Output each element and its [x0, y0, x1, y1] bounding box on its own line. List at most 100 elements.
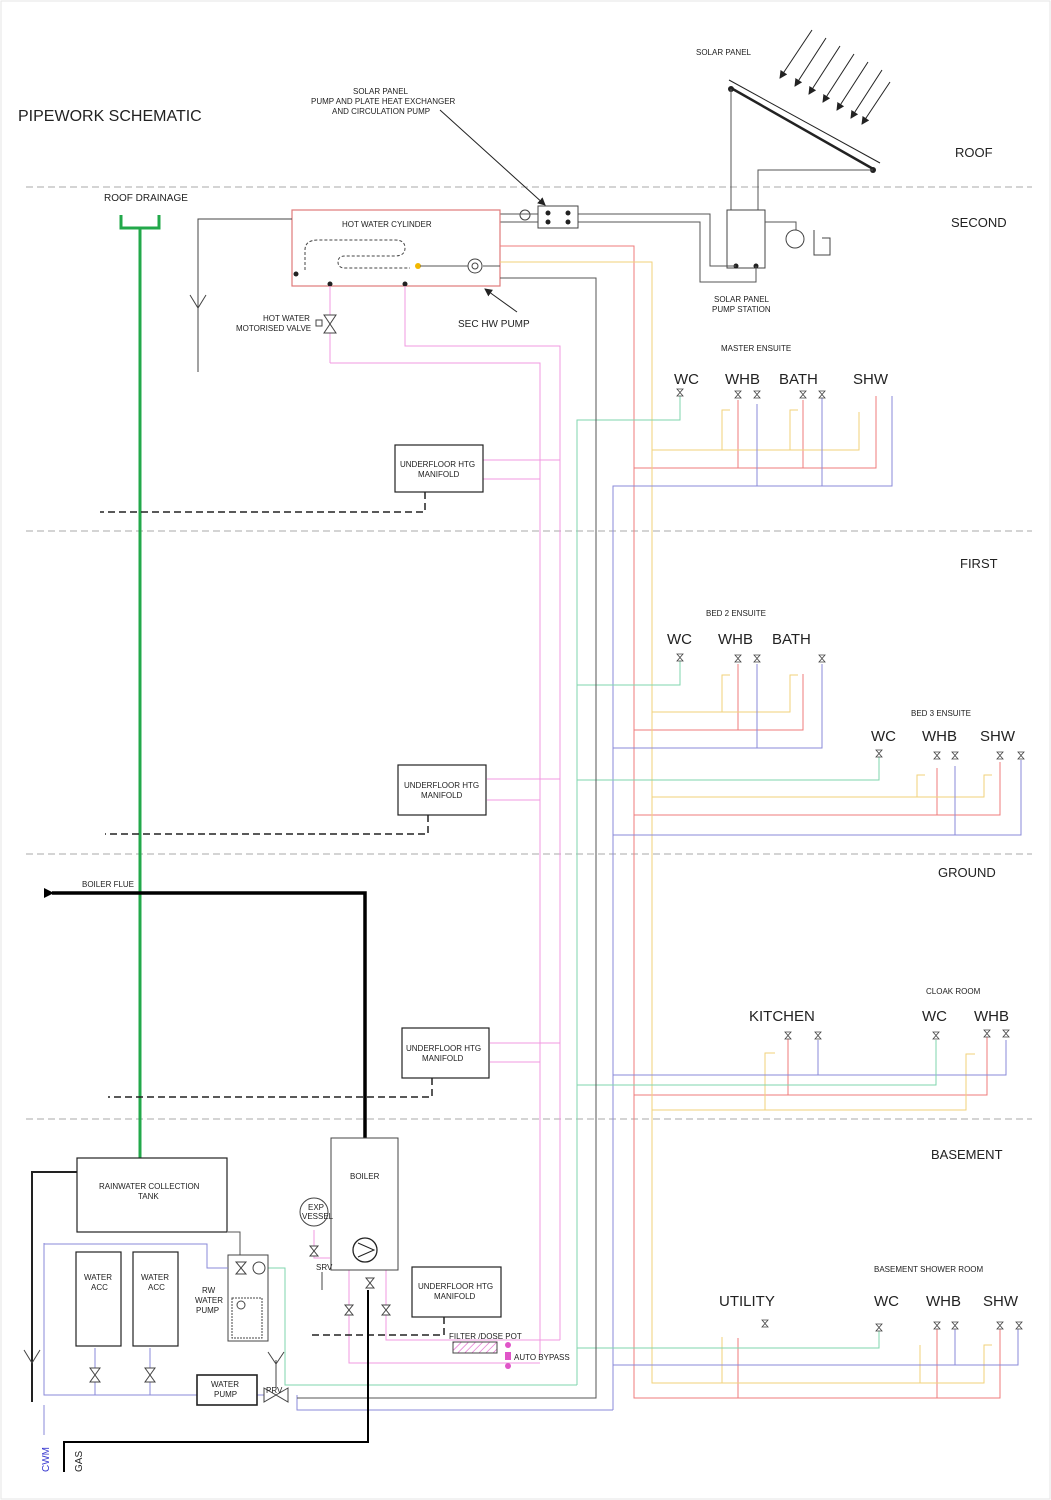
- cwm-label: CWM: [41, 1447, 52, 1472]
- solar-panel: [730, 86, 876, 172]
- fixture-wc: WC: [871, 728, 896, 745]
- ufh-manifold-first: UNDERFLOOR HTG MANIFOLD: [105, 764, 487, 835]
- svg-text:MANIFOLD: MANIFOLD: [418, 470, 460, 479]
- cold-pipework: [43, 396, 1022, 1411]
- basement-plant: RAINWATER COLLECTION TANK WATER ACC WATE…: [23, 1137, 570, 1472]
- floor-lines: [26, 186, 1032, 1120]
- circulation-pump-icon: [519, 209, 531, 221]
- hot-water-cylinder: [291, 209, 501, 287]
- svg-text:RW: RW: [202, 1286, 216, 1295]
- fixture-utility: UTILITY: [719, 1293, 775, 1310]
- svg-text:WATER: WATER: [141, 1273, 169, 1282]
- solar-exchanger-label-2: PUMP AND PLATE HEAT EXCHANGER: [311, 97, 456, 106]
- cylinder-label: HOT WATER CYLINDER: [342, 220, 432, 229]
- fixture-wc: WC: [667, 631, 692, 648]
- plate-heat-exchanger: [537, 205, 579, 229]
- expansion-vessel-icon: [299, 1197, 329, 1227]
- water-acc-1: [75, 1251, 122, 1347]
- svg-text:PUMP: PUMP: [196, 1306, 219, 1315]
- fixture-whb: WHB: [922, 728, 957, 745]
- solar-exchanger-label-1: SOLAR PANEL: [353, 87, 409, 96]
- svg-text:BOILER: BOILER: [350, 1172, 380, 1181]
- room-name: CLOAK ROOM: [926, 987, 981, 996]
- room-name: BED 3 ENSUITE: [911, 709, 971, 718]
- motorised-valve-label-2: MOTORISED VALVE: [236, 324, 311, 333]
- page-title: PIPEWORK SCHEMATIC: [18, 108, 202, 125]
- ufh-manifold-basement: UNDERFLOOR HTG MANIFOLD: [312, 1266, 502, 1336]
- fixture-bath: BATH: [772, 631, 811, 648]
- fixture-bath: BATH: [779, 371, 818, 388]
- fixture-whb: WHB: [926, 1293, 961, 1310]
- motorised-valve-label-1: HOT WATER: [263, 314, 310, 323]
- motorised-valve-icon: [323, 314, 337, 334]
- svg-text:EXP: EXP: [308, 1203, 324, 1212]
- bed3-ensuite: BED 3 ENSUITE WC WHB SHW: [871, 709, 1016, 745]
- svg-text:FILTER /DOSE POT: FILTER /DOSE POT: [449, 1332, 522, 1341]
- boiler-flue-label: BOILER FLUE: [82, 880, 134, 889]
- room-name: BASEMENT SHOWER ROOM: [874, 1265, 984, 1274]
- fixture-whb: WHB: [718, 631, 753, 648]
- boiler-pump-icon: [352, 1237, 378, 1263]
- floor-label-second: SECOND: [951, 215, 1007, 230]
- svg-text:ACC: ACC: [91, 1283, 108, 1292]
- roof-drainage: ROOF DRAINAGE: [104, 193, 188, 1158]
- bed2-ensuite: BED 2 ENSUITE WC WHB BATH: [667, 609, 811, 648]
- recirc-pipework: [500, 261, 992, 1384]
- room-name: MASTER ENSUITE: [721, 344, 791, 353]
- prv-icon: [263, 1387, 289, 1403]
- fixture-shw: SHW: [983, 1293, 1019, 1310]
- svg-text:MANIFOLD: MANIFOLD: [421, 791, 463, 800]
- svg-text:TANK: TANK: [138, 1192, 159, 1201]
- fixture-kitchen: KITCHEN: [749, 1008, 815, 1025]
- roof-drainage-label: ROOF DRAINAGE: [104, 193, 188, 204]
- solar-station-label-2: PUMP STATION: [712, 305, 771, 314]
- grey-pipework: [228, 277, 597, 1399]
- expansion-vessel-solar-icon: [785, 229, 805, 249]
- svg-text:VESSEL: VESSEL: [302, 1212, 334, 1221]
- auto-bypass-label: AUTO BYPASS: [514, 1353, 570, 1362]
- fixture-whb: WHB: [725, 371, 760, 388]
- fixture-wc: WC: [674, 371, 699, 388]
- rainwater-tank: [76, 1157, 228, 1233]
- basement-shower-room: BASEMENT SHOWER ROOM WC WHB SHW: [874, 1265, 1019, 1310]
- svg-text:UNDERFLOOR HTG: UNDERFLOOR HTG: [418, 1282, 493, 1291]
- hot-pipework: [500, 245, 1001, 1399]
- master-ensuite: MASTER ENSUITE WC WHB BATH SHW: [674, 344, 889, 388]
- floor-label-ground: GROUND: [938, 865, 996, 880]
- hot-water-cylinder-group: HOT WATER CYLINDER SEC HW PUMP HOT WATER…: [189, 209, 530, 372]
- solar-pump-station: [726, 209, 766, 269]
- svg-text:UNDERFLOOR HTG: UNDERFLOOR HTG: [406, 1044, 481, 1053]
- kitchen: KITCHEN: [749, 1008, 815, 1025]
- rainwater-pipework: [267, 396, 937, 1386]
- fixture-whb: WHB: [974, 1008, 1009, 1025]
- fixture-shw: SHW: [853, 371, 889, 388]
- floor-label-basement: BASEMENT: [931, 1147, 1003, 1162]
- svg-text:SRV: SRV: [316, 1263, 333, 1272]
- svg-text:PRV: PRV: [266, 1386, 283, 1395]
- fixture-shw: SHW: [980, 728, 1016, 745]
- filter-dose-pot: [452, 1341, 498, 1354]
- svg-text:MANIFOLD: MANIFOLD: [422, 1054, 464, 1063]
- floor-label-roof: ROOF: [955, 145, 993, 160]
- svg-text:MANIFOLD: MANIFOLD: [434, 1292, 476, 1301]
- svg-text:WATER: WATER: [84, 1273, 112, 1282]
- solar-panel-label: SOLAR PANEL: [696, 48, 752, 57]
- basement-utility: UTILITY: [719, 1293, 775, 1310]
- sun-rays-icon: [779, 29, 891, 125]
- fixture-wc: WC: [874, 1293, 899, 1310]
- svg-text:RAINWATER COLLECTION: RAINWATER COLLECTION: [99, 1182, 200, 1191]
- solar-panel-group: SOLAR PANEL SOLAR PANEL PUMP STATION: [311, 29, 891, 314]
- room-name: BED 2 ENSUITE: [706, 609, 766, 618]
- ufh-manifold-ground: UNDERFLOOR HTG MANIFOLD: [108, 1027, 490, 1098]
- ufh-manifold-second: UNDERFLOOR HTG MANIFOLD: [100, 444, 484, 513]
- svg-text:ACC: ACC: [148, 1283, 165, 1292]
- water-pump: [196, 1374, 258, 1406]
- svg-text:UNDERFLOOR HTG: UNDERFLOOR HTG: [400, 460, 475, 469]
- svg-text:WATER: WATER: [195, 1296, 223, 1305]
- cloak-room: CLOAK ROOM WC WHB: [922, 987, 1009, 1025]
- solar-station-label: SOLAR PANEL: [714, 295, 770, 304]
- gas-label: GAS: [74, 1451, 85, 1472]
- svg-text:WATER: WATER: [211, 1380, 239, 1389]
